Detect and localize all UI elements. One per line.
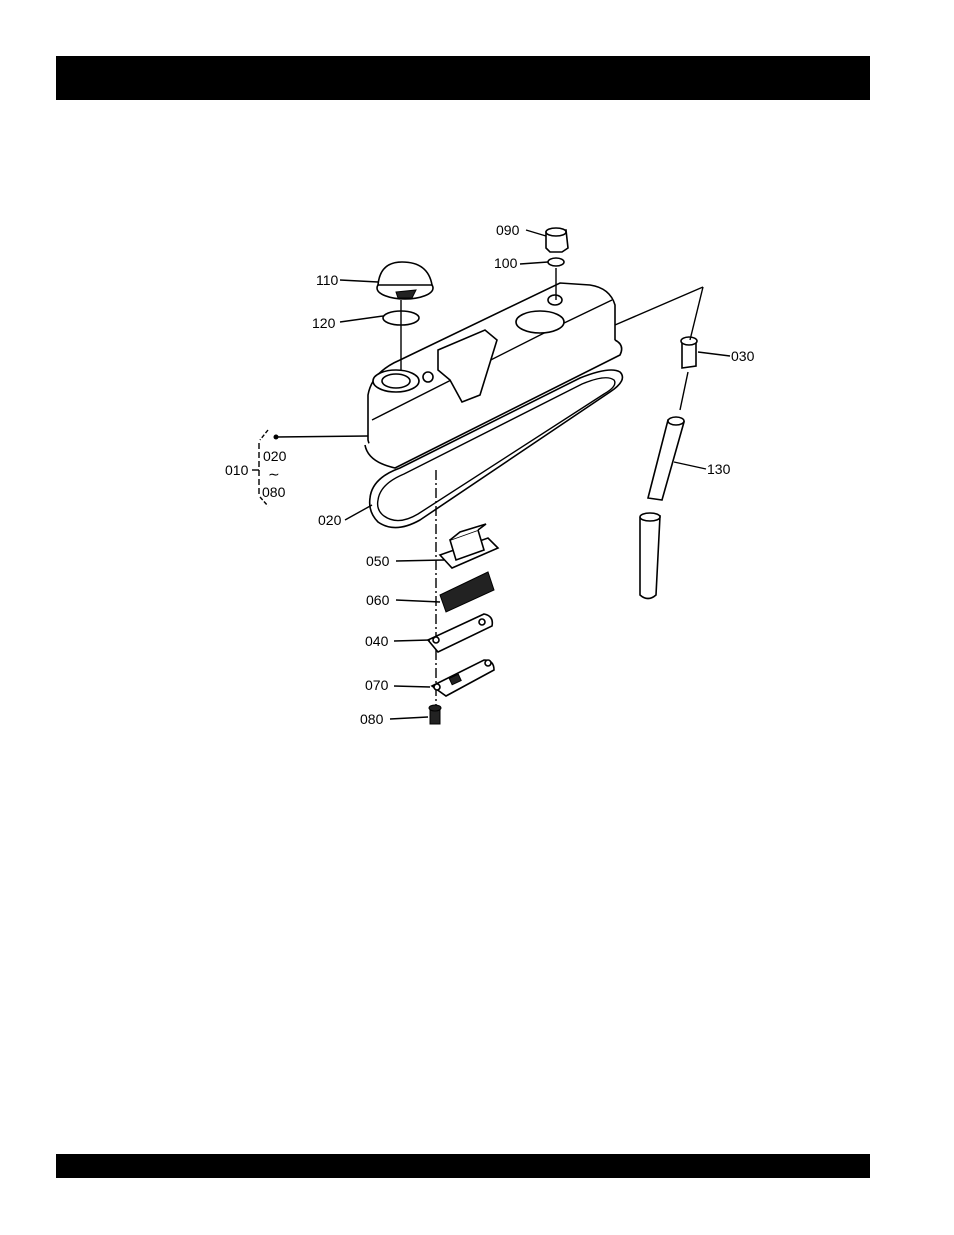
label-020: 020 [318, 512, 342, 528]
oil-cap [377, 262, 433, 299]
label-030: 030 [731, 348, 755, 364]
label-060: 060 [366, 592, 390, 608]
breather-cover [440, 524, 498, 568]
breather-plate [428, 614, 492, 652]
filter-element [440, 572, 494, 612]
label-100: 100 [494, 255, 518, 271]
washer [548, 258, 564, 266]
breather-bracket [432, 660, 494, 696]
label-090: 090 [496, 222, 520, 238]
plug [546, 228, 568, 252]
label-080-range-end: 080 [262, 484, 286, 500]
screw [429, 705, 441, 724]
label-040: 040 [365, 633, 389, 649]
pipe [681, 337, 697, 368]
label-070: 070 [365, 677, 389, 693]
label-050: 050 [366, 553, 390, 569]
label-020-range-start: 020 [263, 448, 287, 464]
hose [640, 417, 684, 599]
label-080: 080 [360, 711, 384, 727]
label-130: 130 [707, 461, 731, 477]
footer-bar [56, 1154, 870, 1178]
label-120: 120 [312, 315, 336, 331]
label-range-separator: ∼ [268, 466, 280, 482]
label-110: 110 [316, 272, 339, 288]
label-010: 010 [225, 462, 249, 478]
callout-labels: 090 100 110 120 030 130 010 020 ∼ 080 02… [225, 222, 755, 727]
